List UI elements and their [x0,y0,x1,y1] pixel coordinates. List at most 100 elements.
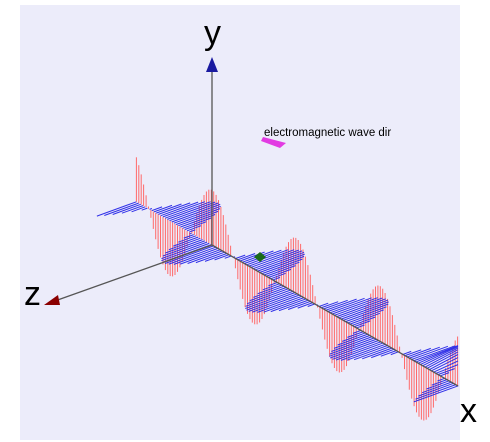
magnetic-field-line [332,297,378,315]
magnetic-field-line [352,329,362,334]
magnetic-field-line [257,295,302,313]
y-axis-label: y [204,14,221,52]
magnetic-field-line [153,204,173,213]
magnetic-field-line [413,385,459,403]
magnetic-field-line [427,351,459,369]
magnetic-field-line [371,348,395,359]
magnetic-field-line [339,299,389,319]
magnetic-field-line [407,347,431,358]
magnetic-field-line [158,202,191,215]
magnetic-field-line [334,297,383,316]
magnetic-field-line [164,201,211,219]
magnetic-field-line [253,285,285,298]
magnetic-field-line [353,346,391,361]
magnetic-field-line [323,299,348,310]
magnetic-field-line [278,299,309,312]
z-axis-label: z [24,275,41,313]
magnetic-field-line [437,377,446,382]
magnetic-field-line [415,384,457,400]
magnetic-field-line [429,354,459,370]
magnetic-field-line [173,236,199,247]
magnetic-field-line [180,214,216,228]
magnetic-field-line [270,272,286,280]
magnetic-field-line [352,316,376,326]
magnetic-field-line [272,276,281,281]
plot-area[interactable] [20,5,460,440]
magnetic-field-line [168,246,216,265]
magnetic-field-line [422,347,459,367]
magnetic-field-line [343,303,389,321]
magnetic-field-wave [96,201,459,403]
magnetic-field-line [168,237,201,251]
magnetic-field-line [341,301,389,320]
magnetic-field-line [333,334,371,349]
magnetic-field-line [287,300,311,310]
magnetic-field-line [252,294,300,313]
magnetic-field-line [161,242,210,262]
magnetic-field-line [246,288,289,305]
magnetic-field-line [268,281,278,287]
magnetic-field-line [337,333,369,346]
magnetic-field-line [255,251,305,271]
magnetic-field-line [431,379,448,386]
z-axis-arrowhead [44,295,60,305]
magnetic-field-line [331,336,373,352]
magnetic-field-line [405,349,422,356]
magnetic-field-line [112,203,141,215]
magnetic-field-line [173,247,219,265]
wave-direction-marker [261,137,286,148]
z-axis-line [51,244,213,303]
magnetic-field-line [257,253,305,272]
magnetic-field-line [248,293,298,312]
magnetic-field-line [433,360,459,373]
magnetic-field-line [414,345,456,362]
magnetic-field-line [186,225,202,232]
magnetic-field-line [436,364,459,374]
magnetic-field-line [362,347,393,360]
magnetic-field-line [164,245,214,264]
electric-field-wave [135,157,459,421]
magnetic-field-line [104,202,139,216]
magnetic-field-line [350,312,381,325]
magnetic-field-line [173,205,221,224]
magnetic-field-line [411,345,449,360]
magnetic-field-line [418,345,459,364]
magnetic-field-line [297,302,313,309]
magnetic-field-line [426,380,450,390]
magnetic-field-line [160,201,199,217]
magnetic-field-line [165,239,203,254]
magnetic-field-line [330,339,380,359]
magnetic-field-line [162,240,205,257]
magnetic-field-line [178,235,197,243]
magnetic-field-line [262,283,280,291]
magnetic-field-line [249,287,287,302]
magnetic-field-line [403,350,412,355]
magnetic-field-line [340,343,386,361]
magnetic-field-line [204,253,227,262]
magnetic-field-line [237,253,256,261]
magnetic-field-line [336,298,386,317]
magnetic-field-line [224,255,232,259]
magnetic-field-line [257,284,283,295]
x-axis-label: x [460,392,477,430]
magnetic-field-line [329,337,375,355]
magnetic-field-line [416,345,459,363]
magnetic-field-line [253,250,303,270]
magnetic-field-line [245,290,294,309]
magnetic-field-line [421,381,452,394]
magnetic-field-line [189,232,192,235]
magnetic-field-line [425,349,459,368]
magnetic-field-line [438,368,455,375]
magnetic-field-line [248,249,295,267]
magnetic-field-line [332,341,382,360]
magnetic-field-line [418,382,455,397]
magnetic-field-line [156,203,182,214]
magnetic-field-line [235,254,246,259]
magnetic-field-line [169,202,219,222]
magnetic-field-line [325,298,357,311]
magnetic-field-line [346,344,388,361]
magnetic-field-line [319,302,329,307]
magnetic-field-line [259,255,305,273]
magnetic-field-line [131,206,146,213]
